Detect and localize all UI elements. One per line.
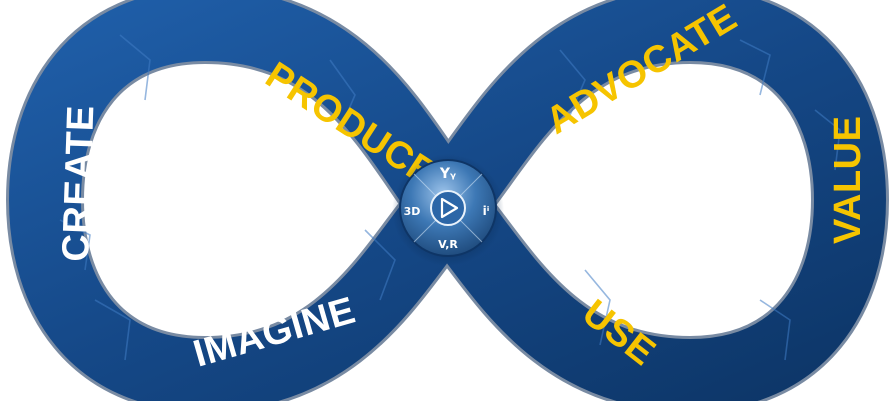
compass-left-label: 3D: [404, 205, 421, 218]
compass-top-label: Yᵧ: [439, 166, 456, 182]
hexagon-pattern: [59, 34, 841, 361]
play-button[interactable]: [430, 190, 466, 226]
play-icon: [440, 197, 459, 219]
compass-right-label: iⁱ: [483, 204, 490, 218]
compass-bottom-label: V,R: [438, 238, 458, 251]
label-value: VALUE: [827, 116, 869, 244]
compass-hub: Yᵧ 3D iⁱ V,R: [392, 154, 504, 266]
label-create: CREATE: [55, 105, 102, 263]
